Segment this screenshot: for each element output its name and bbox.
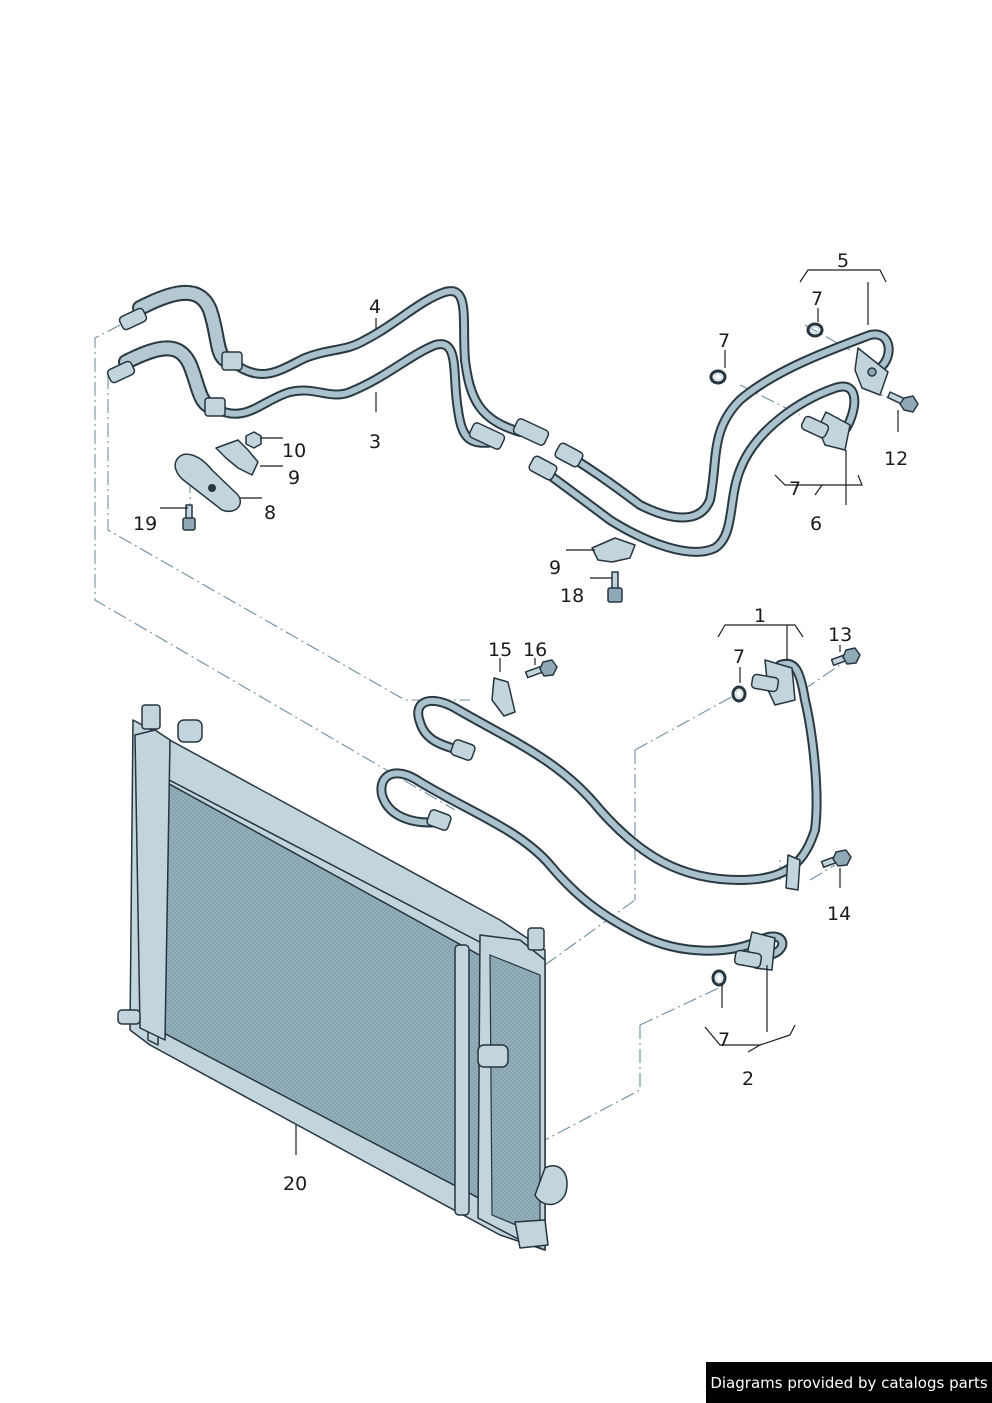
callout-labels: 4 3 5 7 7 12 7 6 10 9 8 19 9 18 1 13 15 … — [133, 250, 908, 1195]
callout-7-top-right: 7 — [811, 288, 823, 310]
callout-19: 19 — [133, 513, 157, 535]
bolt-14 — [820, 849, 852, 868]
radiator-20 — [117, 704, 568, 1251]
bolt-12 — [886, 391, 919, 413]
callout-7-pipe-6: 7 — [789, 478, 801, 500]
callout-16: 16 — [523, 639, 547, 661]
clamp-9-lower — [591, 537, 636, 563]
bolt-16 — [524, 659, 558, 679]
oil-cooler-line-5 — [554, 329, 894, 523]
oil-cooler-line-1 — [413, 658, 822, 891]
callout-9-upper: 9 — [288, 467, 300, 489]
callout-2: 2 — [742, 1068, 754, 1090]
bolt-19 — [182, 504, 196, 531]
callout-8: 8 — [264, 502, 276, 524]
footer-credit-text: Diagrams provided by catalogs parts — [710, 1373, 988, 1392]
callout-3: 3 — [369, 431, 381, 453]
callout-18: 18 — [560, 585, 584, 607]
callout-13: 13 — [828, 624, 852, 646]
bolt-18 — [607, 571, 623, 603]
callout-7-pipe-1: 7 — [733, 646, 745, 668]
callout-10: 10 — [282, 440, 306, 462]
bracket-15 — [491, 677, 516, 717]
oil-cooler-line-6 — [528, 381, 860, 557]
callout-20: 20 — [283, 1173, 307, 1195]
callout-14: 14 — [827, 903, 851, 925]
clamp-9-upper — [215, 439, 259, 476]
nut-10 — [245, 431, 262, 449]
bolt-13 — [830, 647, 861, 666]
callout-9-lower: 9 — [549, 557, 561, 579]
oil-cooler-line-4 — [118, 284, 550, 446]
leader-lines — [160, 269, 899, 1155]
bracket-8 — [174, 453, 242, 512]
o-rings — [709, 322, 824, 987]
callout-12: 12 — [884, 448, 908, 470]
callout-7-top-mid: 7 — [718, 330, 730, 352]
callout-15: 15 — [488, 639, 512, 661]
callout-4: 4 — [369, 296, 381, 318]
callout-7-pipe-2: 7 — [718, 1029, 730, 1051]
oil-cooler-line-2 — [376, 768, 788, 971]
oil-cooler-line-3 — [106, 339, 506, 450]
callout-1: 1 — [754, 605, 766, 627]
callout-5: 5 — [837, 250, 849, 272]
callout-6: 6 — [810, 513, 822, 535]
footer-credit: Diagrams provided by catalogs parts — [706, 1362, 992, 1403]
